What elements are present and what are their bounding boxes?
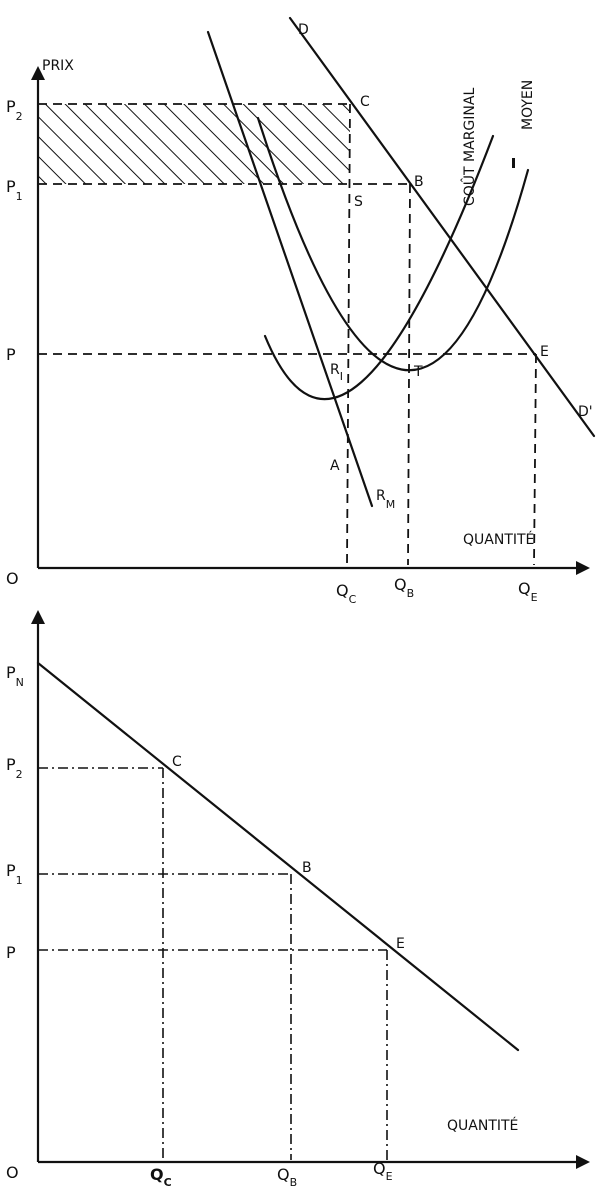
qe-dashed-line: [533, 353, 537, 566]
bottom-price-label-p2: P2: [6, 755, 23, 781]
bottom-point-label-e: E: [396, 936, 405, 952]
quantity-label-qb: QB: [394, 575, 414, 600]
marginal-revenue-curve: [206, 30, 374, 508]
point-label-s: S: [354, 194, 363, 210]
bottom-quantity-label-qe: QE: [373, 1159, 393, 1183]
price-label-p: P: [6, 345, 16, 364]
x-axis-label: QUANTITÉ: [463, 531, 534, 548]
demand-label-start: D: [298, 22, 309, 38]
profit-hatched-area: [38, 104, 350, 184]
average-cost-curve: [256, 116, 530, 372]
origin-label: O: [6, 569, 19, 588]
bottom-demand-line: [36, 661, 520, 1052]
marginal-cost-curve: [263, 134, 495, 401]
point-label-b: B: [414, 174, 424, 190]
bottom-y-arrow: [31, 610, 45, 624]
top-y-arrow: [31, 66, 45, 80]
qc-dashed-line: [346, 103, 351, 566]
point-label-c: C: [360, 94, 370, 110]
bottom-diagram: QUANTITÉ O PN P2 P1 P QC QB QE C B E: [6, 610, 590, 1189]
qb-dashed-line: [407, 183, 411, 566]
bottom-point-label-c: C: [172, 754, 182, 770]
point-label-t: T: [413, 364, 423, 380]
average-cost-label: MOYEN: [520, 80, 536, 130]
bottom-quantity-label-qb: QB: [277, 1165, 297, 1189]
marginal-cost-label: COÛT MARGINAL: [460, 88, 478, 206]
bottom-x-axis-label: QUANTITÉ: [447, 1117, 518, 1134]
demand-label-end: D': [578, 404, 593, 420]
top-x-arrow: [576, 561, 590, 575]
bottom-origin-label: O: [6, 1163, 19, 1182]
point-label-e: E: [540, 344, 549, 360]
y-axis-label: PRIX: [42, 58, 74, 74]
bottom-quantity-label-qc: QC: [150, 1165, 172, 1189]
quantity-label-qe: QE: [518, 579, 538, 604]
top-diagram: PRIX QUANTITÉ O P2 P1 P QC QB QE D D' CO…: [6, 16, 596, 606]
demand-curve: [288, 16, 596, 438]
moyen-mark: [512, 158, 515, 168]
bottom-price-label-p: P: [6, 943, 16, 962]
marginal-revenue-label: RM: [376, 488, 395, 511]
bottom-x-arrow: [576, 1155, 590, 1169]
price-label-p2: P2: [6, 97, 23, 123]
point-label-a: A: [330, 458, 340, 474]
bottom-point-label-b: B: [302, 860, 312, 876]
bottom-price-label-pn: PN: [6, 663, 24, 689]
point-label-r: RI: [330, 362, 343, 383]
price-label-p1: P1: [6, 177, 23, 203]
bottom-price-label-p1: P1: [6, 861, 23, 887]
quantity-label-qc: QC: [336, 581, 357, 606]
